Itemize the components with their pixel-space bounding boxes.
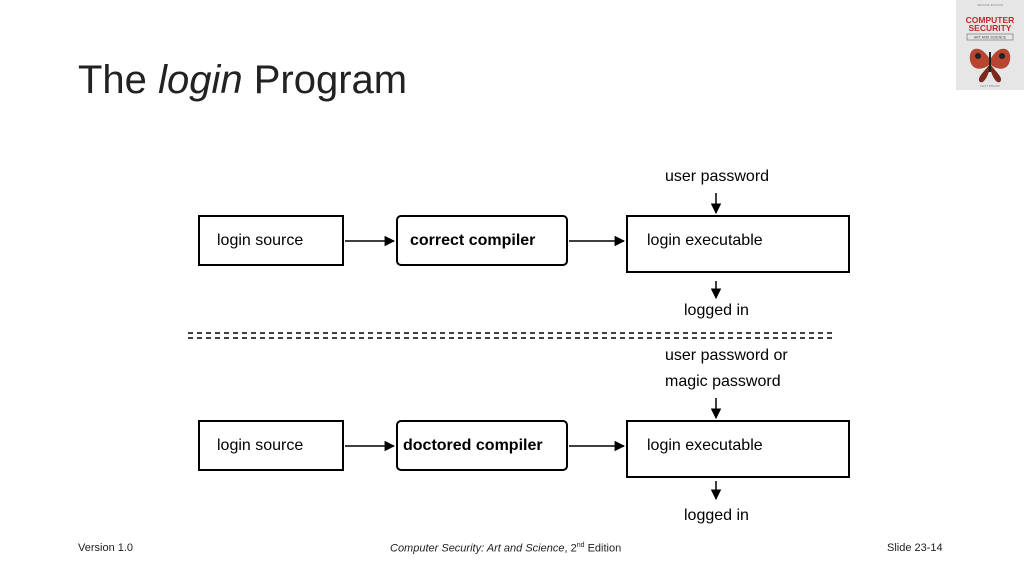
- bottom-row-arrows: [345, 398, 722, 501]
- bottom-logged-in-label: logged in: [684, 507, 749, 524]
- title-prefix: The: [78, 58, 147, 102]
- top-logged-in-label: logged in: [684, 302, 749, 319]
- bottom-login-executable-label: login executable: [647, 437, 763, 454]
- book-cover-subtitle: ART AND SCIENCE: [974, 36, 1007, 40]
- bottom-user-password-label: user password or: [665, 347, 788, 364]
- footer-version: Version 1.0: [78, 542, 134, 554]
- bottom-doctored-compiler-box: doctored compiler: [396, 420, 568, 471]
- top-correct-compiler-box: correct compiler: [396, 215, 568, 266]
- bottom-login-source-box: login source: [198, 420, 344, 471]
- bottom-login-executable-box: login executable: [626, 420, 850, 478]
- book-cover-author: MATT BISHOP: [980, 84, 1000, 88]
- bottom-doctored-compiler-label: doctored compiler: [403, 436, 543, 454]
- top-login-source-box: login source: [198, 215, 344, 266]
- book-cover-title-line2: SECURITY: [969, 23, 1012, 33]
- footer-edition-word: Edition: [587, 542, 622, 555]
- top-login-source-label: login source: [217, 231, 304, 249]
- butterfly-icon: [969, 48, 1011, 83]
- footer-edition-suffix: nd: [576, 542, 585, 549]
- book-cover-background: [956, 0, 1024, 90]
- book-cover-subtitle-frame: [966, 33, 1014, 41]
- title-emphasis: login: [158, 58, 243, 102]
- top-login-executable-box: login executable: [626, 215, 850, 273]
- footer-edition-number: 2: [570, 542, 577, 555]
- top-row-arrows: [345, 193, 722, 300]
- separator-dashed-line: [188, 332, 836, 339]
- top-login-executable-label: login executable: [647, 232, 763, 249]
- book-cover-image: SECOND EDITION COMPUTER SECURITY ART AND…: [956, 0, 1024, 90]
- book-cover-title-line1: COMPUTER: [966, 15, 1015, 25]
- bottom-login-source-label: login source: [217, 436, 304, 454]
- footer-book-title: Computer Security: Art and Science: [390, 542, 565, 555]
- book-cover-edition: SECOND EDITION: [977, 3, 1003, 7]
- top-correct-compiler-label: correct compiler: [410, 231, 536, 249]
- slide-title: The login Program: [78, 58, 407, 103]
- footer-book-citation: Computer Security: Art and Science, 2nd …: [390, 542, 622, 555]
- top-user-password-label: user password: [665, 168, 770, 185]
- bottom-magic-password-label: magic password: [665, 373, 781, 390]
- title-suffix: Program: [253, 58, 408, 102]
- footer-slide-number: Slide 23-14: [887, 542, 943, 554]
